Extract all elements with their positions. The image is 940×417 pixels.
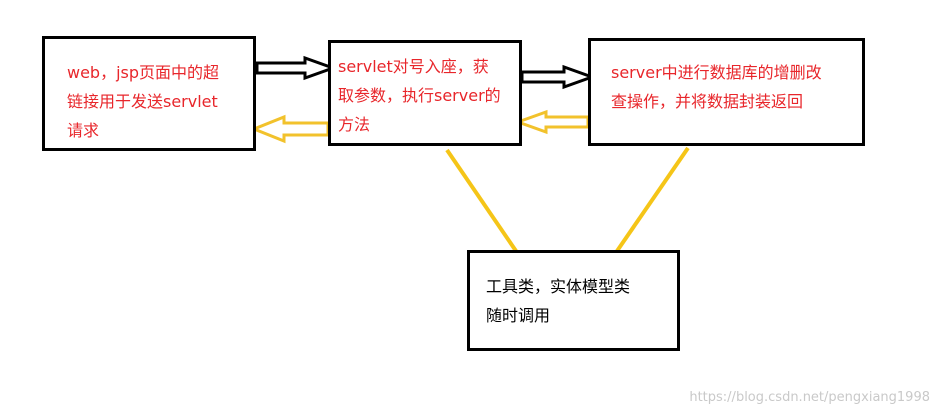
link-util-server xyxy=(615,146,690,253)
node-text-line: server中进行数据库的增删改 xyxy=(611,63,822,82)
node-web-jsp xyxy=(42,36,256,151)
link-util-servlet xyxy=(445,148,518,253)
node-server-label: server中进行数据库的增删改 查操作，并将数据封装返回 xyxy=(611,58,822,116)
arrow-server-to-servlet xyxy=(513,109,590,135)
node-text-line: 链接用于发送servlet xyxy=(67,92,218,111)
node-util-model xyxy=(467,250,680,351)
node-text-line: 请求 xyxy=(67,121,100,140)
node-server xyxy=(588,38,865,146)
node-web-jsp-label: web，jsp页面中的超 链接用于发送servlet 请求 xyxy=(67,58,219,145)
watermark-text: https://blog.csdn.net/pengxiang1998 xyxy=(689,390,930,405)
node-text-line: 查操作，并将数据封装返回 xyxy=(611,92,804,111)
node-text-line: 工具类，实体模型类 xyxy=(486,277,631,296)
node-text-line: servlet对号入座，获 xyxy=(338,57,489,76)
node-text-line: 随时调用 xyxy=(486,306,551,325)
node-util-model-label: 工具类，实体模型类 随时调用 xyxy=(486,272,630,330)
arrow-web-to-servlet xyxy=(255,55,338,81)
arrow-servlet-to-server xyxy=(520,64,597,90)
node-servlet-label: servlet对号入座，获 取参数，执行server的 方法 xyxy=(338,52,501,139)
node-text-line: 方法 xyxy=(338,115,371,134)
node-text-line: web，jsp页面中的超 xyxy=(67,63,220,82)
node-text-line: 取参数，执行server的 xyxy=(338,86,501,105)
node-servlet xyxy=(328,40,522,146)
arrow-servlet-to-web xyxy=(249,114,330,144)
